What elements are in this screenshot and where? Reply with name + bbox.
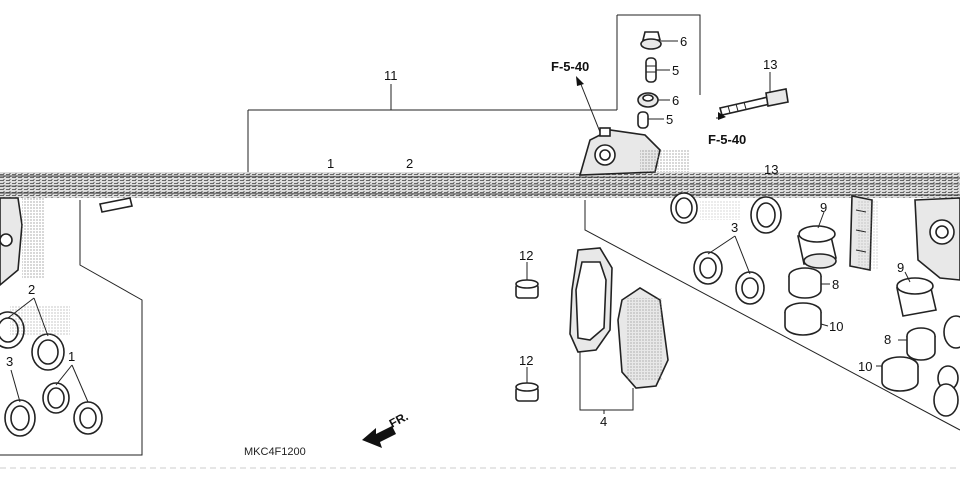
caliper-body-right: [914, 197, 960, 281]
callout-5-upper: 5: [672, 63, 679, 78]
callout-12-lower: 12: [519, 353, 533, 368]
bleeder-cap-6b: [637, 92, 659, 108]
callout-numbers: 11 1 2 13 13 6 5 6 5 2 3 1 3 9 8 10 9 8 …: [6, 34, 904, 429]
bleeder-cap-6a: [640, 31, 662, 50]
piston-9b: [896, 277, 937, 317]
callout-8-right: 8: [884, 332, 891, 347]
reference-label-right[interactable]: F-5-40: [708, 132, 746, 147]
leader-lines: [7, 40, 911, 414]
caliper-bolt-13: [718, 88, 789, 116]
right-edge-seals: [933, 315, 960, 417]
bleeder-screw-5a: [645, 57, 657, 83]
callout-13-upper: 13: [763, 57, 777, 72]
piston-8b: [906, 327, 936, 361]
piston-9a: [797, 225, 837, 269]
callout-2-left: 2: [28, 282, 35, 297]
callout-9-center: 9: [820, 200, 827, 215]
piston-8a: [788, 267, 822, 299]
brake-pad-front: [569, 247, 613, 353]
pad-spring: [849, 195, 878, 271]
caliper-body-center: [578, 127, 690, 176]
callout-10-center: 10: [829, 319, 843, 334]
group-frame-right: [584, 200, 960, 431]
callout-1-left: 1: [68, 349, 75, 364]
pad-pin-12a: [515, 279, 539, 299]
right-seal-group: [670, 192, 782, 305]
group-frame-left: [0, 200, 143, 456]
caliper-body-left: [0, 197, 44, 287]
callout-5-lower: 5: [666, 112, 673, 127]
figure-code: MKC4F1200: [244, 446, 306, 458]
left-seal-group: [0, 305, 103, 437]
brake-pad-rear: [617, 287, 669, 389]
group-frame-top: [247, 14, 701, 180]
callout-1-top: 1: [327, 156, 334, 171]
callout-3-right: 3: [731, 220, 738, 235]
bolt-left: [99, 197, 133, 213]
pad-pin-12b: [515, 382, 539, 402]
callout-6-lower: 6: [672, 93, 679, 108]
callout-12-upper: 12: [519, 248, 533, 263]
callout-6-upper: 6: [680, 34, 687, 49]
bleeder-screw-5b: [637, 111, 649, 129]
piston-10b: [881, 356, 919, 392]
callout-10-right: 10: [858, 359, 872, 374]
callout-2-top: 2: [406, 156, 413, 171]
callout-11: 11: [384, 68, 398, 83]
callout-13-lower: 13: [764, 162, 778, 177]
piston-10a: [784, 302, 822, 336]
callout-9-right: 9: [897, 260, 904, 275]
callout-4: 4: [600, 414, 607, 429]
callout-3-left: 3: [6, 354, 13, 369]
callout-8-center: 8: [832, 277, 839, 292]
reference-label-top[interactable]: F-5-40: [551, 59, 589, 74]
front-direction-arrow: FR.: [362, 409, 410, 448]
